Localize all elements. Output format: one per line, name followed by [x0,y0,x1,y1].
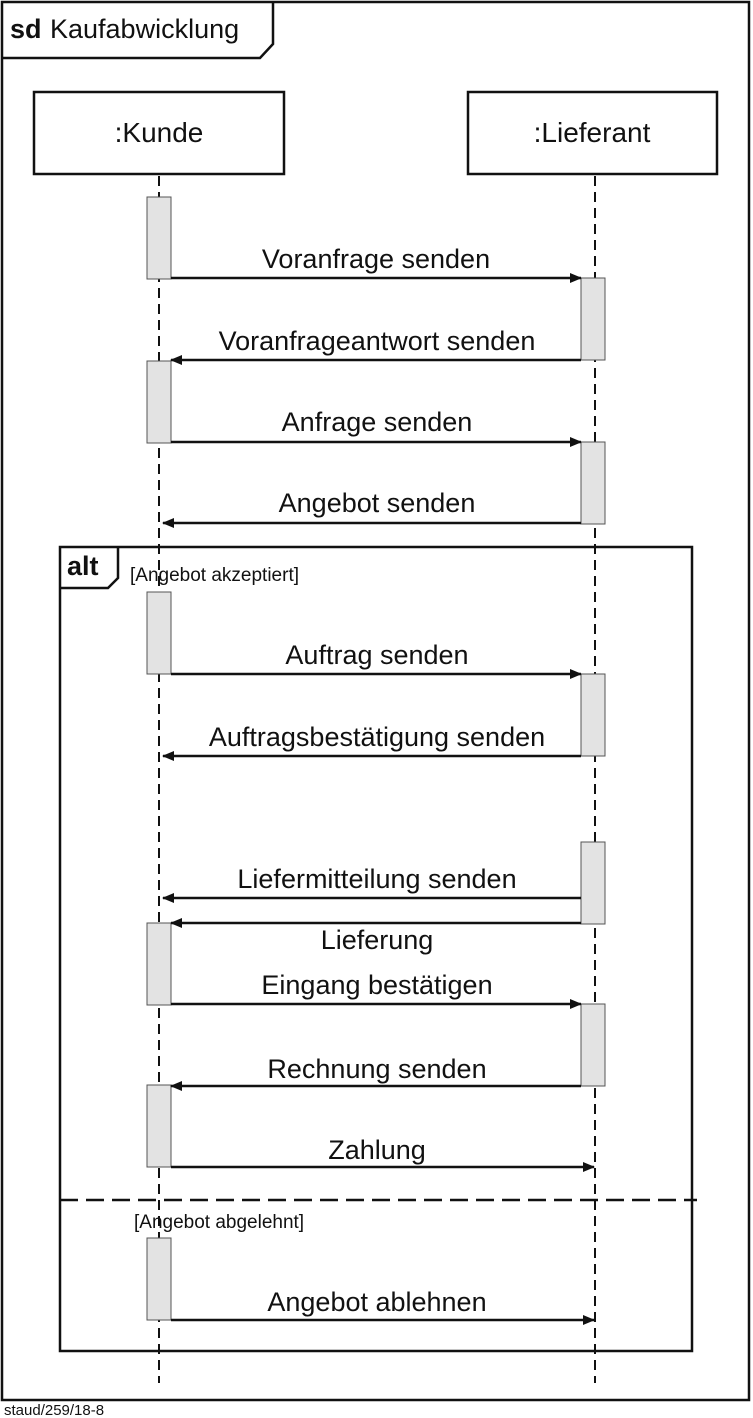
activation-bar [580,841,606,925]
message-label: Zahlung [328,1135,426,1165]
message-label: Voranfrageantwort senden [219,326,536,356]
message-voranfrageantwort: Voranfrageantwort senden [170,326,581,365]
message-auftragsbestaetigung: Auftragsbestätigung senden [162,722,581,761]
alt-keyword: alt [67,551,99,581]
activation-bar [146,196,172,280]
activation-bar [146,1237,172,1321]
alt-fragment [58,545,694,1353]
activation-bar [580,277,606,361]
sd-frame-name: Kaufabwicklung [50,14,239,44]
message-anfrage: Anfrage senden [171,407,582,447]
activation-bar [146,922,172,1006]
message-label: Eingang bestätigen [261,970,492,1000]
activation-bar [580,1003,606,1087]
message-eingang-bestaetigen: Eingang bestätigen [171,970,582,1009]
alt-guard-rejected: [Angebot abgelehnt] [134,1212,304,1233]
lifeline-head-lieferant [466,90,719,176]
message-zahlung: Zahlung [171,1135,595,1172]
message-label: Liefermitteilung senden [237,864,516,894]
message-label: Lieferung [321,925,434,955]
message-label: Auftragsbestätigung senden [209,722,545,752]
figure-reference: staud/259/18-8 [4,1402,104,1418]
lifeline-label-lieferant: :Lieferant [534,117,651,148]
message-rechnung: Rechnung senden [170,1054,581,1091]
message-label: Rechnung senden [267,1054,486,1084]
message-label: Anfrage senden [282,407,473,437]
sd-frame-keyword: sd [10,14,42,44]
message-auftrag: Auftrag senden [171,640,582,679]
lifeline-label-kunde: :Kunde [115,117,204,148]
lifeline-head-kunde [32,90,286,176]
message-label: Auftrag senden [285,640,468,670]
message-label: Angebot senden [279,488,476,518]
activation-bar [580,673,606,757]
message-liefermitteilung: Liefermitteilung senden [162,864,581,903]
message-lieferung: Lieferung [170,918,581,955]
sd-frame-tab [2,2,275,60]
alt-guard-accepted: [Angebot akzeptiert] [130,565,299,586]
message-label: Voranfrage senden [262,244,490,274]
message-label: Angebot ablehnen [267,1287,486,1317]
activation-bar [146,360,172,444]
activations-kunde [146,196,172,1321]
message-angebot-ablehnen: Angebot ablehnen [171,1287,595,1325]
message-voranfrage: Voranfrage senden [171,244,582,283]
activations-lieferant [580,277,606,1087]
activation-bar [146,1084,172,1168]
message-angebot: Angebot senden [162,488,581,528]
activation-bar [146,591,172,675]
activation-bar [580,441,606,525]
alt-fragment-tab [60,547,120,590]
